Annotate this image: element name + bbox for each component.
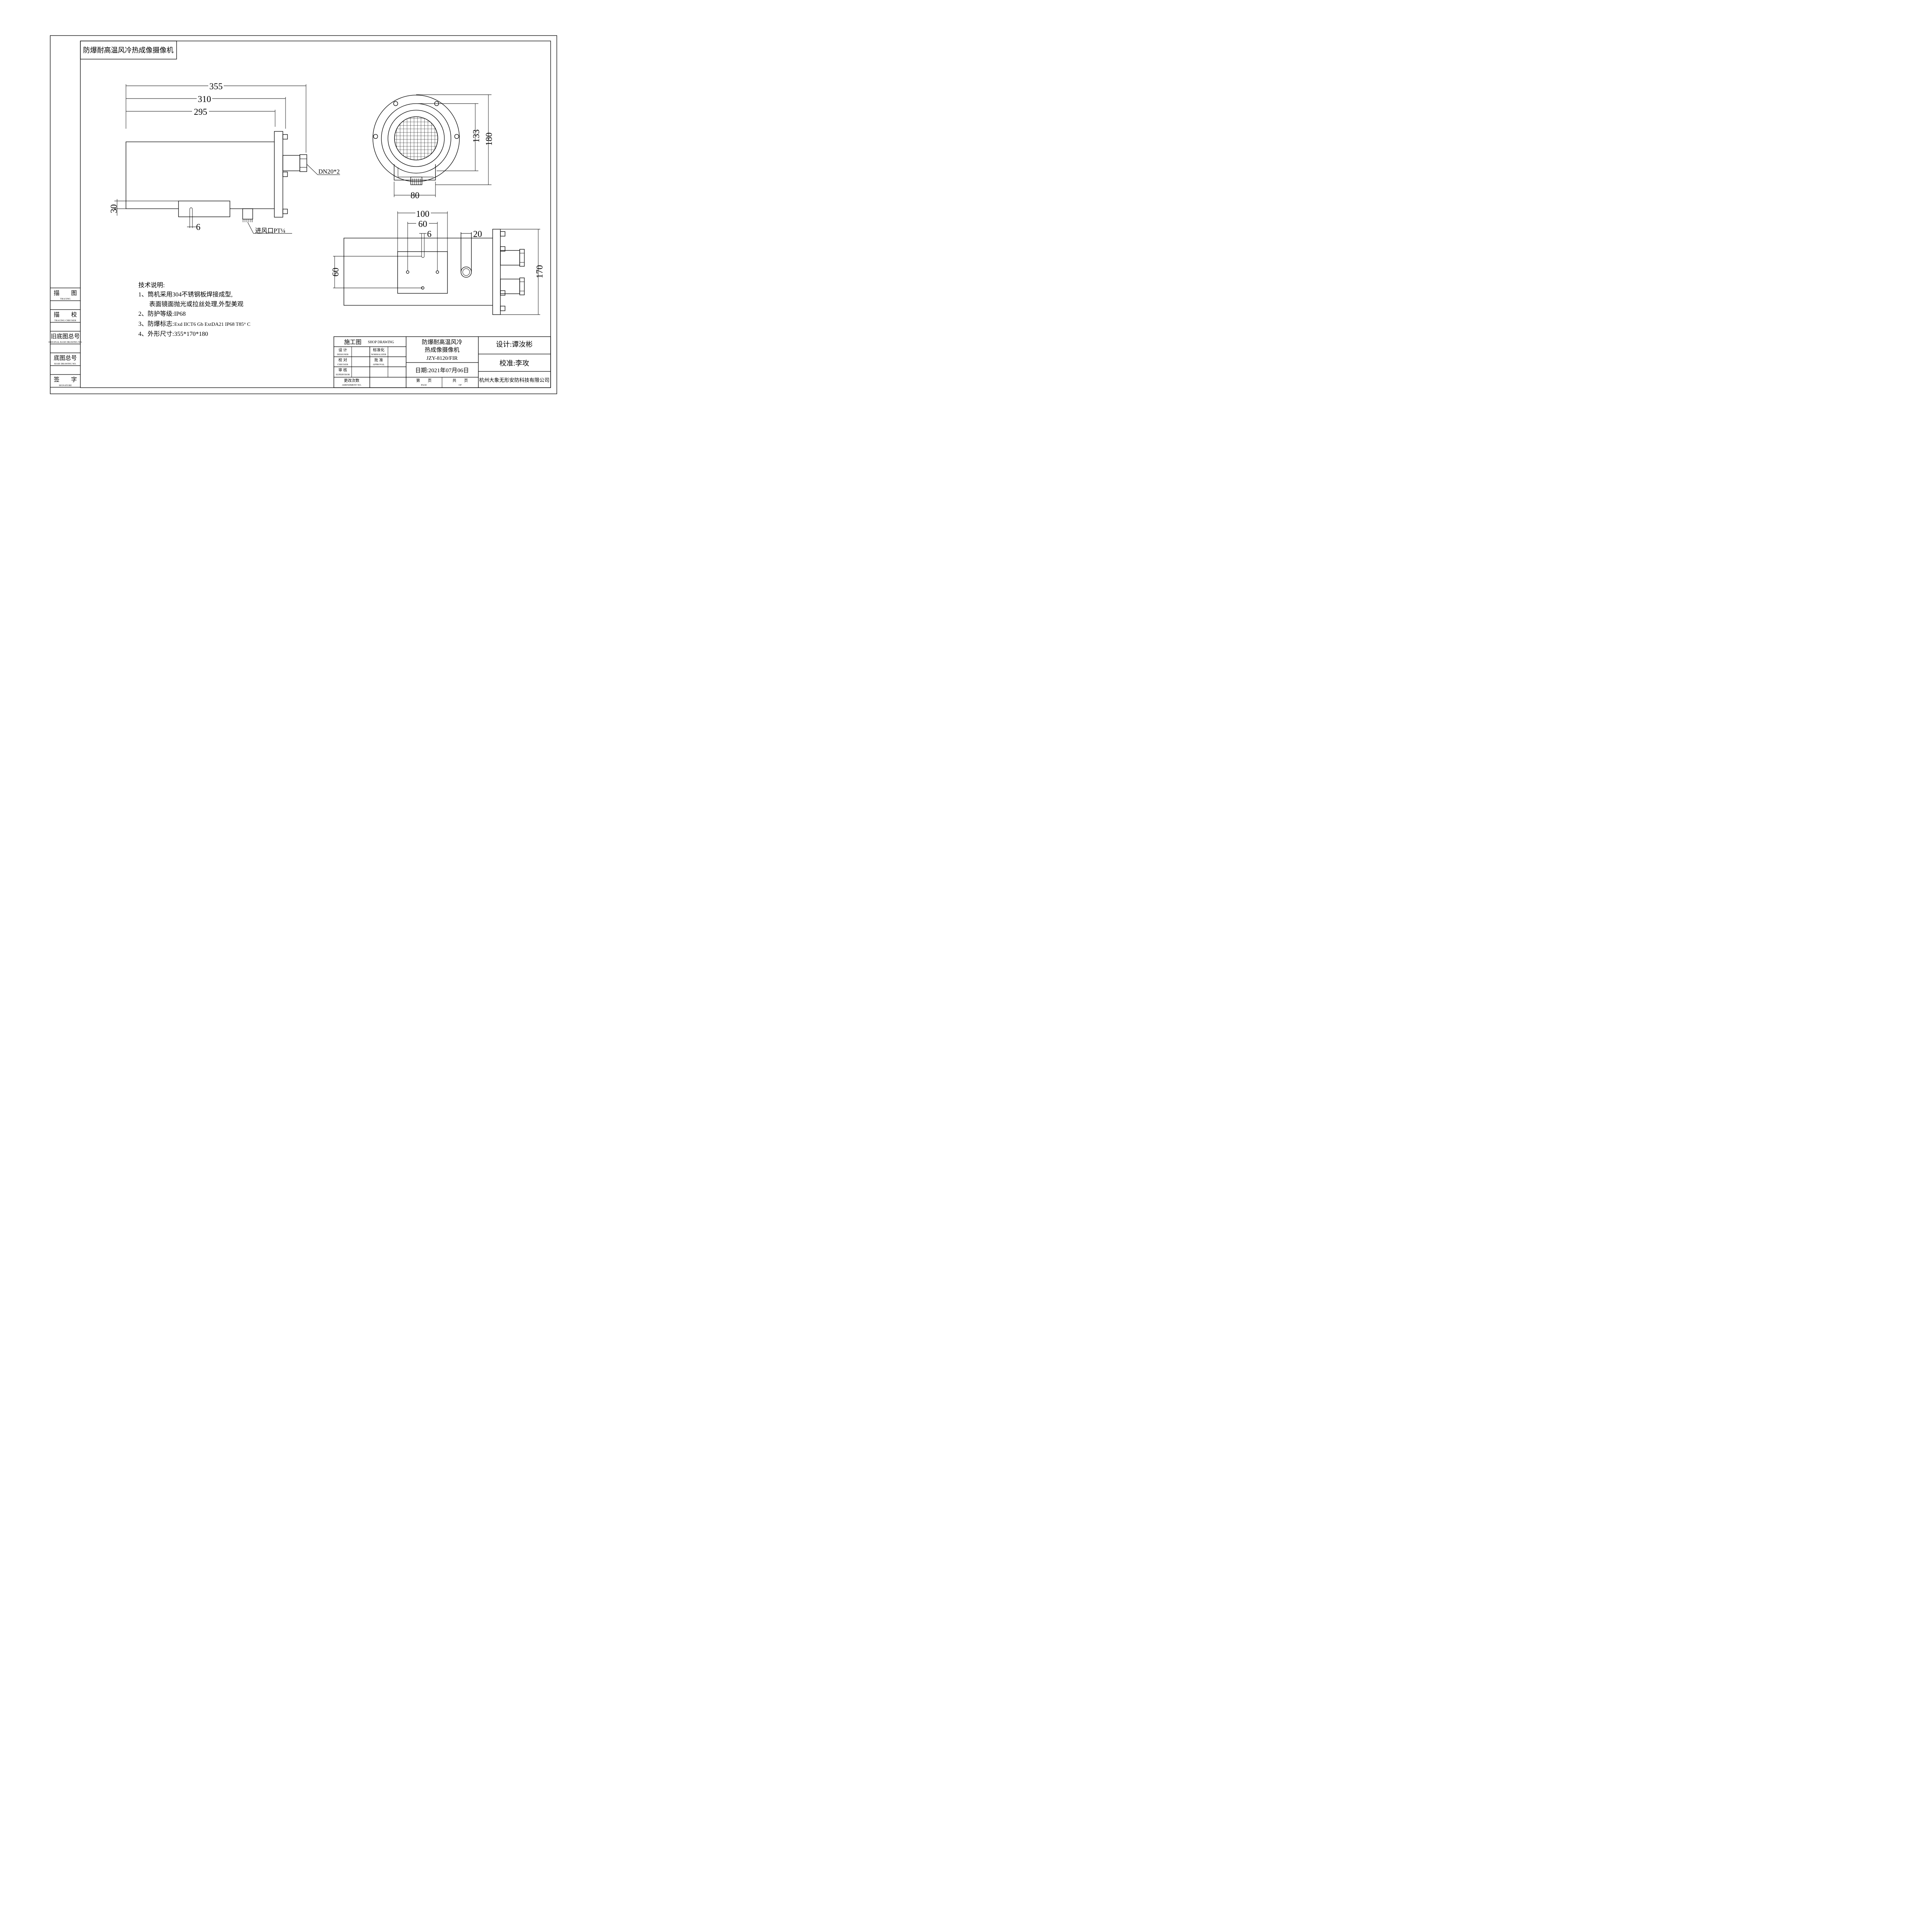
bottom-view: [333, 211, 540, 315]
strip-base-drawing: 底图总号: [54, 355, 77, 361]
strip-tracing-checker-en: TRACING CHECKER: [54, 320, 76, 322]
tb-normalizer-cn: 标准化: [373, 347, 384, 352]
tech-note-4: 4、外形尺寸:355*170*180: [138, 330, 208, 337]
tb-of-cn: 共 页: [452, 378, 468, 383]
dim-6-bottom: 6: [427, 229, 432, 239]
strip-original-base: 旧底图总号: [51, 333, 80, 340]
tech-note-2: 2、防护等级:IP68: [138, 310, 186, 317]
tb-date: 日期:2021年07月06日: [415, 367, 469, 374]
strip-tracing-en: TRACING: [60, 298, 71, 300]
inner-border: [80, 41, 551, 388]
tech-note-3-label: 3、防爆标志:: [138, 320, 174, 327]
engineering-drawing-sheet: 防爆耐高温风冷热成像摄像机 描 图 TRACING 描 校 TRACING CH…: [48, 35, 557, 394]
tb-of-en: OF: [459, 384, 462, 386]
callout-gland: DN20*2: [318, 169, 340, 175]
dim-60-left: 60: [331, 268, 340, 277]
dim-60-top: 60: [418, 219, 427, 229]
tb-designer-en: DESIGNER: [337, 354, 349, 356]
tb-company: 杭州大象无形安防科技有限公司: [479, 377, 549, 383]
tech-note-1: 1、筒机采用304不锈钢板焊接成型,: [138, 291, 233, 298]
tb-designer-signoff: 设计:谭汝彬: [496, 340, 532, 348]
drawing-title: 防爆耐高温风冷热成像摄像机: [83, 46, 173, 54]
tech-notes: 技术说明: 1、筒机采用304不锈钢板焊接成型, 表面镜面抛光或拉丝处理,外型美…: [138, 282, 250, 337]
dim-310: 310: [198, 94, 211, 104]
dim-170: 170: [535, 265, 544, 279]
tb-review-signoff: 校准:李攻: [499, 359, 529, 367]
strip-signature-en: SIGNATURE: [59, 385, 72, 387]
front-view: [372, 94, 492, 197]
outer-border: [50, 35, 557, 394]
tech-notes-heading: 技术说明:: [138, 282, 165, 289]
tech-note-1-cont: 表面镜面抛光或拉丝处理,外型美观: [149, 300, 243, 308]
dim-100: 100: [416, 209, 430, 219]
tb-shop-cn: 施工图: [344, 339, 361, 346]
dim-6-side: 6: [196, 222, 201, 232]
tb-approval-en: APPROVAL: [373, 364, 385, 366]
tb-name-line1: 防爆耐高温风冷: [422, 339, 462, 346]
strip-signature: 签 字: [54, 376, 77, 383]
tb-amendment-en: AMENDMENT NO.: [342, 384, 362, 386]
tb-page-cn: 第 页: [416, 378, 432, 383]
dim-180: 180: [484, 133, 494, 146]
strip-tracing-checker: 描 校: [54, 312, 77, 318]
strip-original-base-en: ORIGINAL BASE DRAWING NO.: [48, 341, 82, 344]
dim-30: 30: [109, 204, 119, 213]
tb-checker-cn: 校 对: [338, 358, 347, 363]
tb-approval-cn: 批 准: [374, 358, 383, 363]
tb-amendment-cn: 更改次数: [344, 378, 359, 383]
dim-355: 355: [209, 82, 223, 91]
dim-80: 80: [411, 191, 420, 200]
tb-shop-en: SHOP DRAWING: [368, 340, 394, 344]
tb-page-en: PAGE: [421, 384, 427, 386]
tb-model: JZY-8120/FIR: [427, 356, 458, 361]
dim-20: 20: [473, 229, 482, 239]
callout-air-inlet: 进风口PT¼: [255, 227, 286, 234]
drawing-title-box: 防爆耐高温风冷热成像摄像机: [80, 41, 177, 60]
strip-tracing: 描 图: [54, 290, 77, 296]
tb-designer-cn: 设 计: [338, 347, 347, 352]
tb-supervisor-cn: 审 核: [338, 368, 347, 373]
dim-133: 133: [471, 129, 481, 143]
side-view: [114, 84, 340, 234]
tech-note-3-value: Exd IICT6 Gb ExtDA21 IP68 T85° C: [174, 321, 250, 327]
tb-normalizer-en: NORMALIZER: [371, 354, 386, 356]
dim-295: 295: [194, 107, 207, 117]
tb-name-line2: 热成像摄像机: [425, 347, 459, 353]
tb-checker-en: CHECKER: [337, 364, 348, 366]
side-strip: 描 图 TRACING 描 校 TRACING CHECKER 旧底图总号 OR…: [48, 288, 82, 388]
tb-supervisor-en: SUPERVISOR: [336, 374, 350, 376]
title-block: [333, 336, 551, 388]
strip-base-drawing-en: BASE DRAWING NO.: [54, 363, 77, 365]
